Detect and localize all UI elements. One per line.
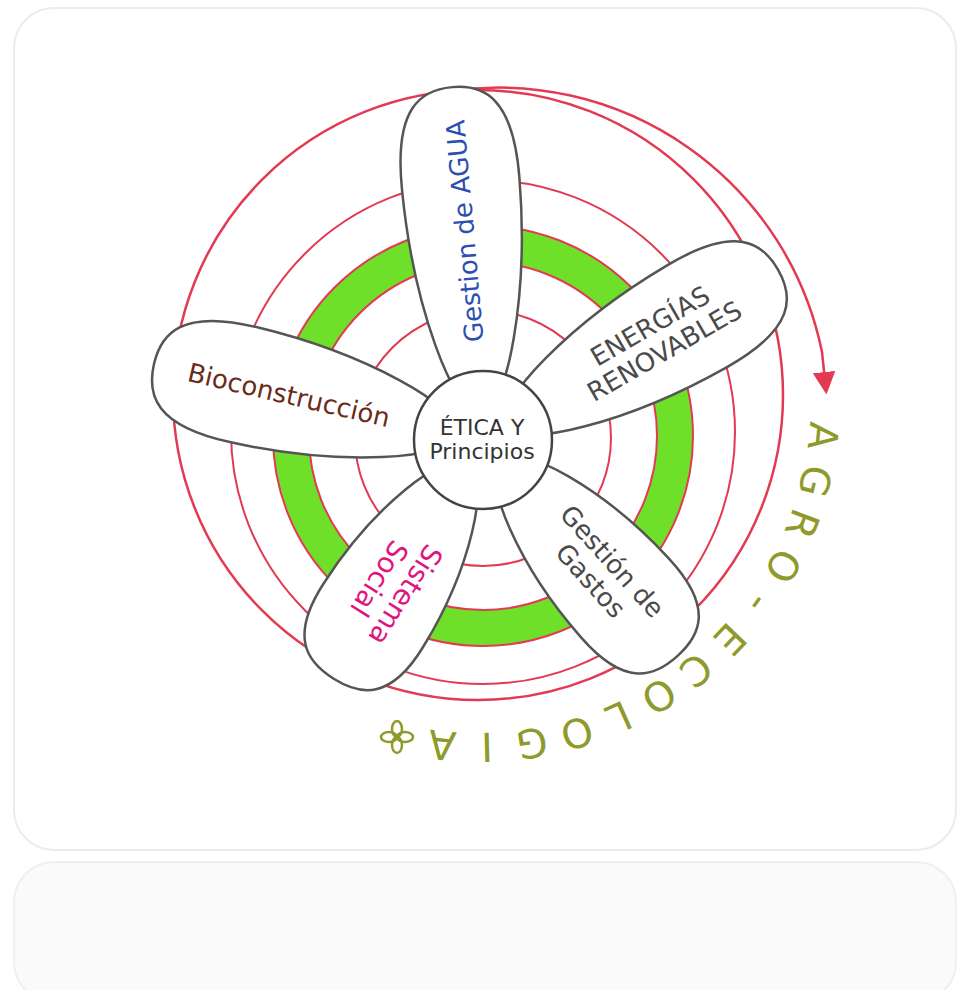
card-panel <box>14 8 956 850</box>
arc-letter: G <box>514 721 551 765</box>
reflection-panel <box>14 862 956 990</box>
arc-letter: A <box>426 724 457 767</box>
petal-shape <box>140 306 470 491</box>
arc-letter: A <box>802 421 845 452</box>
petal-shape <box>284 432 519 710</box>
arc-letter: I <box>481 727 494 767</box>
center-circle: ÉTICA Y Principios <box>412 369 554 511</box>
petal-shape <box>457 421 721 696</box>
petal-shape <box>477 218 808 477</box>
petal-shape <box>393 82 539 418</box>
center-text: ÉTICA Y Principios <box>426 416 538 464</box>
circle-shape <box>414 371 552 509</box>
flower-symbol <box>381 721 413 753</box>
